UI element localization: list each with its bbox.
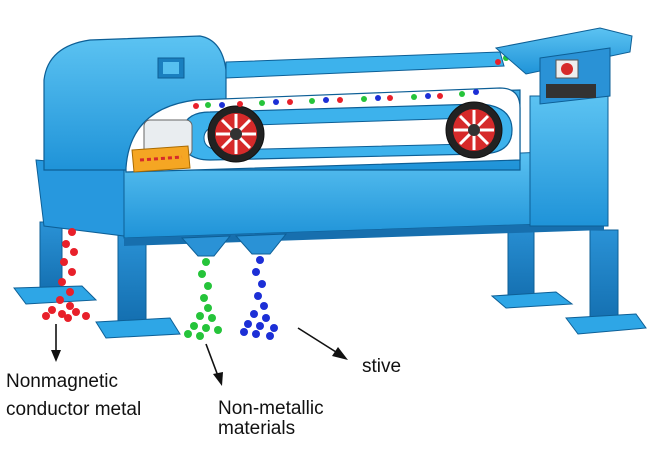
nonmetallic-label-line1: Non-metallic	[218, 398, 324, 419]
vibrating-feeder	[494, 27, 633, 105]
nonmagnetic-label-line1: Nonmagnetic	[6, 371, 118, 392]
nonmetallic-stream	[184, 258, 222, 340]
stive-stream	[240, 256, 278, 340]
magnetic-pulley	[445, 101, 503, 159]
left-legs	[13, 221, 181, 339]
right-legs	[490, 219, 647, 335]
nonmetallic-label-line2: materials	[218, 418, 296, 439]
drive-pulley	[207, 105, 265, 163]
label-arrows	[51, 324, 348, 386]
nonmagnetic-stream	[42, 228, 90, 322]
discharge-hoppers	[180, 233, 288, 257]
control-box	[131, 145, 191, 173]
machine-frame	[35, 95, 609, 246]
stive-label: stive	[362, 356, 402, 377]
nonmagnetic-conductor-metal-label: Nonmagnetic conductor metal	[6, 370, 141, 422]
non-metallic-materials-label: Non-metallic materials	[218, 397, 324, 441]
nonmagnetic-label-line2: conductor metal	[6, 399, 142, 420]
